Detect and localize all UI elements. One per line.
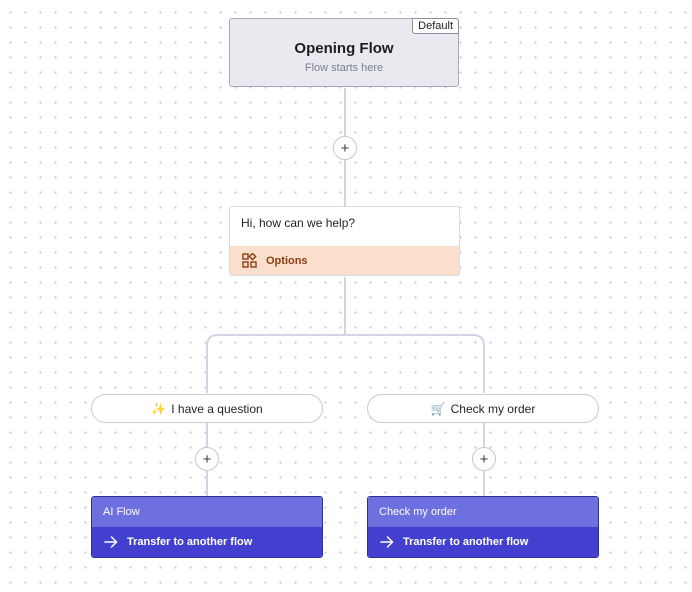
option-check-my-order[interactable]: 🛒 Check my order xyxy=(367,394,599,423)
add-step-button[interactable]: + xyxy=(333,136,357,160)
option-label: Check my order xyxy=(450,401,536,416)
transfer-to-flow-action[interactable]: Transfer to another flow xyxy=(92,527,322,557)
add-step-button[interactable]: + xyxy=(195,447,219,471)
default-badge: Default xyxy=(412,18,459,34)
add-step-button[interactable]: + xyxy=(472,447,496,471)
opening-flow-subtitle: Flow starts here xyxy=(304,62,384,74)
options-button[interactable]: Options xyxy=(230,246,459,275)
plus-icon: + xyxy=(340,139,350,157)
option-i-have-a-question[interactable]: ✨ I have a question xyxy=(91,394,323,423)
message-node[interactable]: Hi, how can we help? Options xyxy=(229,206,460,276)
option-label: I have a question xyxy=(171,401,263,416)
flow-node-title: Check my order xyxy=(368,497,598,527)
sparkles-icon: ✨ xyxy=(151,401,167,416)
flow-node-ai-flow[interactable]: AI Flow Transfer to another flow xyxy=(91,496,323,558)
shopping-cart-icon: 🛒 xyxy=(430,401,446,416)
plus-icon: + xyxy=(202,450,212,468)
opening-flow-title: Opening Flow xyxy=(294,40,394,57)
connector-message-to-options xyxy=(206,277,485,393)
widgets-icon xyxy=(242,253,257,268)
transfer-action-label: Transfer to another flow xyxy=(127,536,253,548)
flow-node-title: AI Flow xyxy=(92,497,322,527)
plus-icon: + xyxy=(479,450,489,468)
transfer-action-label: Transfer to another flow xyxy=(403,536,529,548)
flow-node-check-my-order[interactable]: Check my order Transfer to another flow xyxy=(367,496,599,558)
arrow-right-icon xyxy=(380,536,394,548)
message-text: Hi, how can we help? xyxy=(241,216,356,230)
transfer-to-flow-action[interactable]: Transfer to another flow xyxy=(368,527,598,557)
options-label: Options xyxy=(266,254,308,267)
opening-flow-node[interactable]: Opening Flow Flow starts here Default xyxy=(229,18,459,87)
arrow-right-icon xyxy=(104,536,118,548)
